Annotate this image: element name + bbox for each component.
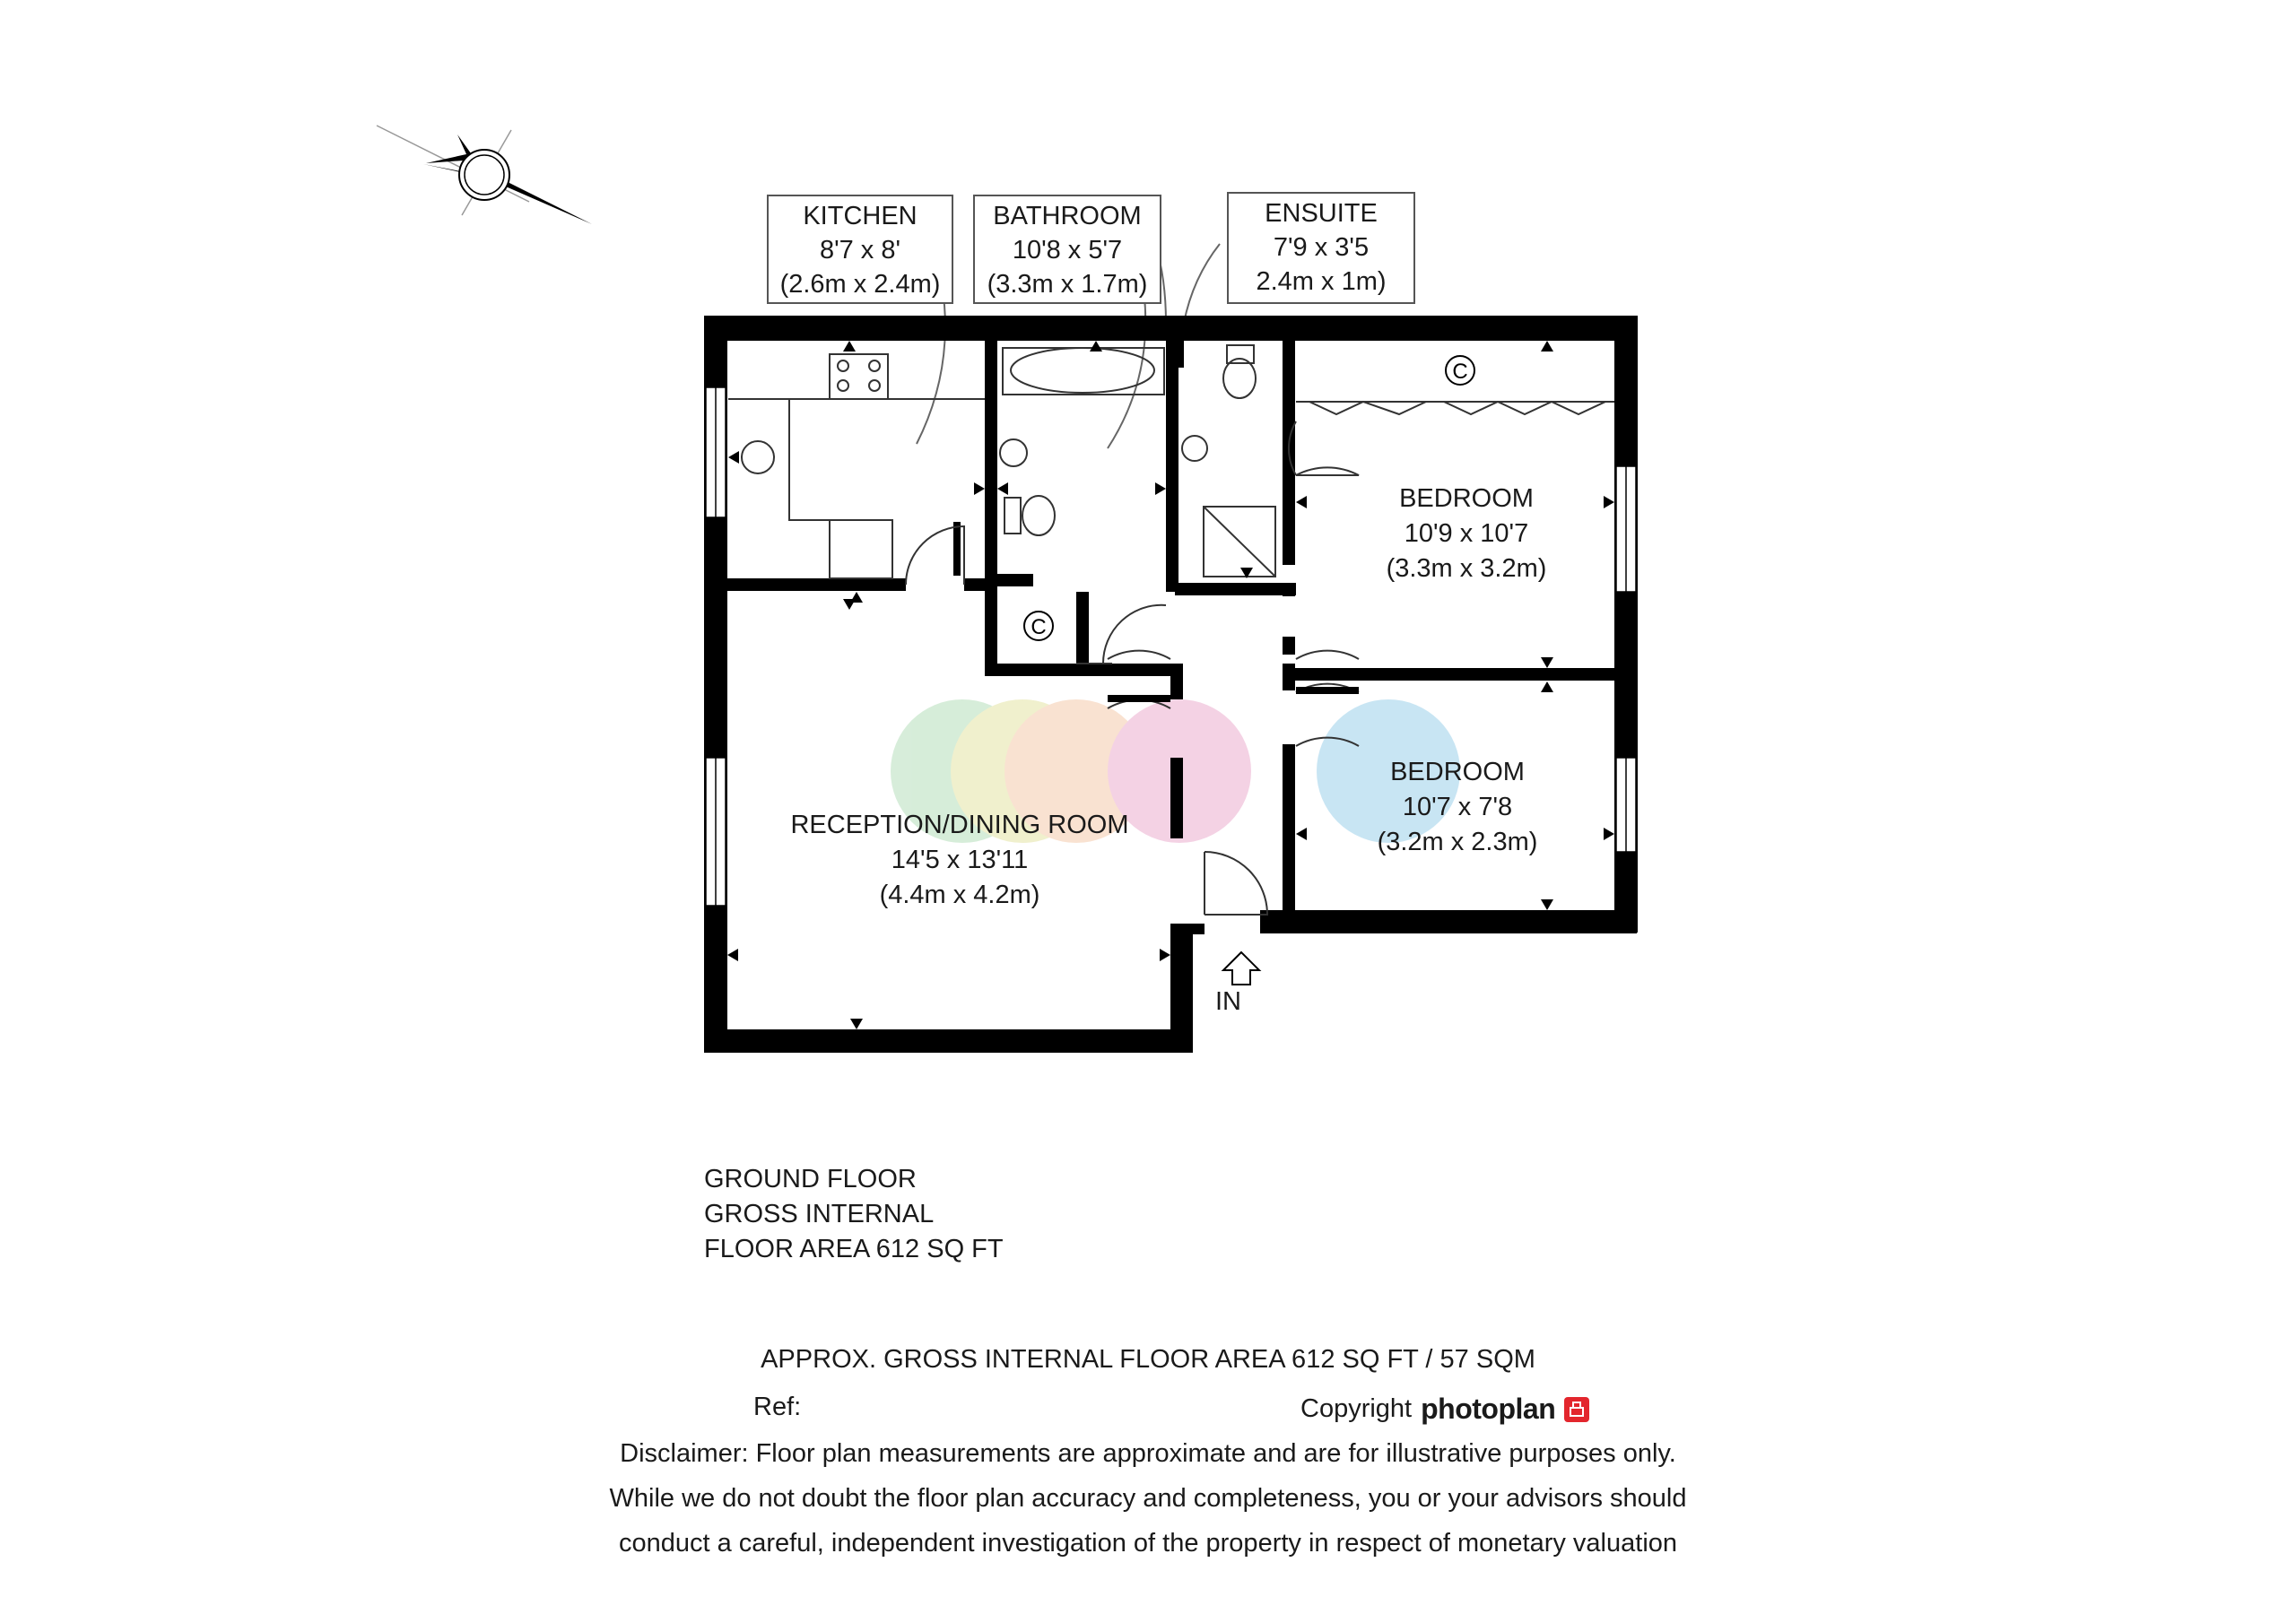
floor-info-line: GROUND FLOOR bbox=[704, 1165, 917, 1193]
room-metric: 2.4m x 1m) bbox=[1256, 267, 1387, 296]
bedroom2-label: BEDROOM 10'7 x 7'8 (3.2m x 2.3m) bbox=[1336, 755, 1578, 860]
room-name: BEDROOM bbox=[1390, 758, 1525, 786]
room-imperial: 10'9 x 10'7 bbox=[1404, 519, 1529, 548]
cupboard-label: C bbox=[1452, 360, 1467, 384]
doors bbox=[905, 421, 1360, 916]
cupboard-symbols: C C bbox=[1023, 355, 1475, 641]
floor-info: GROUND FLOOR GROSS INTERNAL FLOOR AREA 6… bbox=[704, 1162, 1004, 1267]
disclaimer-line: Disclaimer: Floor plan measurements are … bbox=[620, 1439, 1676, 1468]
ensuite-tag: ENSUITE 7'9 x 3'5 2.4m x 1m) bbox=[1227, 192, 1415, 304]
room-metric: (3.3m x 1.7m) bbox=[987, 270, 1148, 299]
windows bbox=[705, 386, 1637, 907]
room-imperial: 10'7 x 7'8 bbox=[1402, 793, 1513, 821]
room-name: RECEPTION/DINING ROOM bbox=[790, 811, 1129, 839]
room-imperial: 7'9 x 3'5 bbox=[1273, 233, 1370, 262]
room-metric: (3.2m x 2.3m) bbox=[1377, 828, 1538, 856]
disclaimer-line: conduct a careful, independent investiga… bbox=[618, 1529, 1678, 1558]
floor-info-line: FLOOR AREA 612 SQ FT bbox=[704, 1235, 1004, 1263]
floor-info-line: GROSS INTERNAL bbox=[704, 1200, 935, 1228]
room-imperial: 10'8 x 5'7 bbox=[1012, 236, 1123, 265]
reception-label: RECEPTION/DINING ROOM 14'5 x 13'11 (4.4m… bbox=[762, 808, 1157, 913]
walls bbox=[704, 316, 1638, 1053]
area-summary: APPROX. GROSS INTERNAL FLOOR AREA 612 SQ… bbox=[761, 1345, 1535, 1374]
room-name: KITCHEN bbox=[803, 202, 918, 230]
compass-icon bbox=[376, 125, 592, 224]
room-name: BEDROOM bbox=[1399, 484, 1534, 513]
copyright: Copyright photoplan bbox=[1300, 1393, 1590, 1426]
room-name: ENSUITE bbox=[1265, 199, 1378, 228]
room-metric: (2.6m x 2.4m) bbox=[779, 270, 941, 299]
disclaimer-line: While we do not doubt the floor plan acc… bbox=[609, 1484, 1687, 1513]
brand-logo: photoplan bbox=[1421, 1393, 1556, 1425]
copyright-label: Copyright bbox=[1300, 1394, 1413, 1423]
entrance-label: IN bbox=[1215, 987, 1241, 1016]
room-imperial: 8'7 x 8' bbox=[819, 236, 901, 265]
ref-label: Ref: bbox=[753, 1393, 802, 1421]
cupboard-label: C bbox=[1031, 615, 1046, 639]
kitchen-tag: KITCHEN 8'7 x 8' (2.6m x 2.4m) bbox=[767, 195, 953, 304]
room-name: BATHROOM bbox=[993, 202, 1142, 230]
fixtures bbox=[728, 344, 1614, 579]
entrance-arrow-icon bbox=[1221, 950, 1262, 985]
dimension-arrows bbox=[727, 341, 1614, 1029]
bedroom1-label: BEDROOM 10'9 x 10'7 (3.3m x 3.2m) bbox=[1345, 482, 1587, 586]
room-metric: (3.3m x 3.2m) bbox=[1386, 554, 1547, 583]
door-bars bbox=[1108, 687, 1359, 702]
room-metric: (4.4m x 4.2m) bbox=[879, 881, 1040, 909]
bathroom-tag: BATHROOM 10'8 x 5'7 (3.3m x 1.7m) bbox=[973, 195, 1161, 304]
camera-icon bbox=[1564, 1396, 1590, 1422]
room-imperial: 14'5 x 13'11 bbox=[891, 846, 1029, 874]
